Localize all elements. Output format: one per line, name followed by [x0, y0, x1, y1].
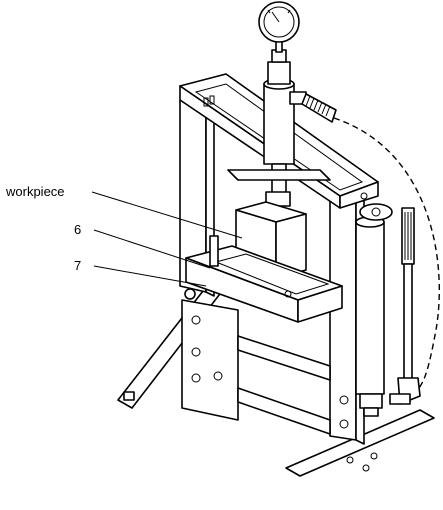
lower-crossbeam — [237, 335, 331, 435]
part-7-leader-line — [93, 265, 207, 287]
hydraulic-hose — [333, 117, 440, 397]
pressure-gauge — [258, 1, 300, 43]
label-part-6: 6 — [74, 222, 81, 237]
pump-cylinder — [355, 203, 393, 417]
label-workpiece: workpiece — [5, 184, 65, 199]
workpiece-leader-line — [91, 191, 243, 239]
press-bed — [184, 235, 343, 323]
base-bolts — [346, 452, 378, 472]
part-6-leader-line — [93, 229, 211, 269]
hose-fitting — [289, 91, 337, 123]
label-part-7: 7 — [74, 258, 81, 273]
hydraulic-cylinder — [227, 39, 331, 207]
pump-handle — [389, 207, 421, 405]
